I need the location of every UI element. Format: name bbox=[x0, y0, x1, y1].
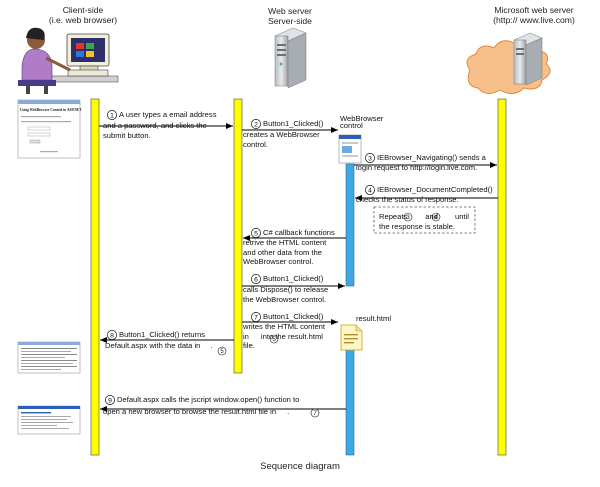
result-file-icon bbox=[340, 324, 363, 351]
repeat-ref-step-3: 3 bbox=[406, 215, 410, 221]
step-5-number: 5 bbox=[254, 230, 258, 237]
webbrowser-control-label: WebBrowser control bbox=[340, 114, 384, 131]
step-8-ref-step-5: 5 bbox=[220, 349, 224, 355]
step-1-text: A user types a email address and a passw… bbox=[103, 110, 217, 140]
step-3-text: IEBrowser_Navigating() sends a login req… bbox=[356, 153, 486, 173]
webbrowser-control-activation bbox=[345, 163, 355, 287]
result-file-label: result.html bbox=[356, 314, 392, 323]
step-3-number: 3 bbox=[368, 155, 372, 162]
login-page-thumbnail: Using WebBrowser Control in ASP.NET bbox=[17, 99, 82, 159]
step-7-number: 7 bbox=[254, 314, 258, 321]
step-6-text: Button1_Clicked() calls Dispose() to rel… bbox=[243, 274, 329, 304]
step-7-ref-step-5: 5 bbox=[272, 337, 276, 343]
step-4-number: 4 bbox=[368, 187, 372, 194]
microsoft-lifeline bbox=[497, 98, 507, 456]
step-5-text: C# callback functions retrive the HTML c… bbox=[243, 228, 335, 267]
thumbnail-title: Using WebBrowser Control in ASP.NET bbox=[20, 108, 82, 112]
step-9-ref-step-7: 7 bbox=[313, 411, 317, 417]
step-2-text: Button1_Clicked() creates a WebBrowser c… bbox=[243, 119, 324, 149]
step-7-text: Button1_Clicked() writes the HTML conten… bbox=[243, 312, 326, 351]
server-side-header: Web server Server-side bbox=[268, 6, 312, 26]
server-lifeline bbox=[233, 98, 243, 374]
repeat-ref-step-4: 4 bbox=[434, 215, 438, 221]
client-lifeline bbox=[90, 98, 100, 456]
client-user-icon bbox=[18, 27, 119, 94]
result-page-thumbnail bbox=[17, 341, 81, 374]
step-9-text: Default.aspx calls the jscript window.op… bbox=[103, 395, 300, 417]
new-browser-thumbnail bbox=[17, 405, 81, 435]
step-9-number: 9 bbox=[108, 397, 112, 404]
microsoft-server-cloud-icon bbox=[466, 32, 551, 94]
step-8-number: 8 bbox=[110, 332, 114, 339]
step-2-number: 2 bbox=[254, 121, 258, 128]
result-file-activation bbox=[345, 335, 355, 456]
step-8-text: Button1_Clicked() returns Default.aspx w… bbox=[105, 330, 213, 351]
diagram-caption: Sequence diagram bbox=[260, 461, 340, 472]
step-6-number: 6 bbox=[254, 276, 258, 283]
web-server-icon bbox=[274, 27, 307, 89]
client-side-header: Client-side (i.e. web browser) bbox=[48, 5, 118, 25]
step-4-text: IEBrowser_DocumentCompleted() checks the… bbox=[356, 185, 493, 205]
step-1-number: 1 bbox=[110, 112, 114, 119]
repeat-note-box bbox=[373, 206, 476, 234]
browser-window-icon bbox=[338, 134, 362, 164]
microsoft-server-header: Microsoft web server (http:// www.live.c… bbox=[493, 5, 575, 25]
